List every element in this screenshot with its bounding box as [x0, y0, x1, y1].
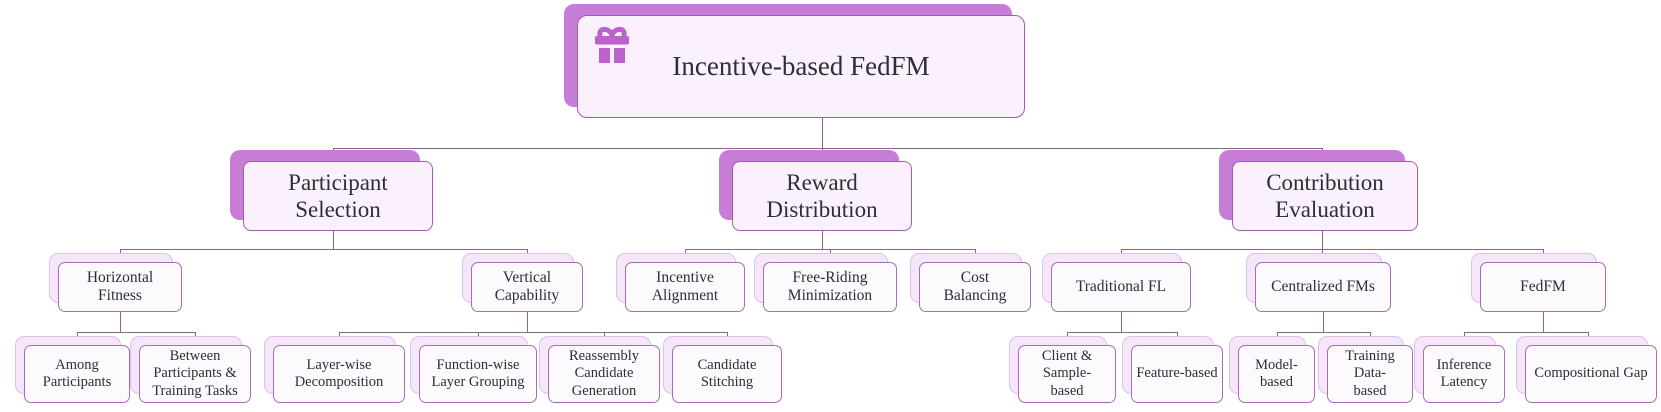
node-reassembly-candidate-generation: Reassembly Candidate Generation — [539, 336, 660, 403]
connector — [333, 148, 1322, 149]
connector — [527, 312, 528, 332]
node-label: Compositional Gap — [1534, 365, 1648, 382]
node-label: Inference Latency — [1436, 356, 1492, 390]
node-label: Vertical Capability — [494, 268, 560, 304]
node-label: Contribution Evaluation — [1266, 169, 1384, 222]
node-label: Layer-wise Decomposition — [294, 356, 384, 390]
connector — [1322, 231, 1323, 264]
connector — [822, 231, 823, 249]
node-function-wise-layer-grouping: Function-wise Layer Grouping — [410, 336, 537, 403]
node-training-data-based: Training Data-based — [1318, 336, 1413, 403]
connector — [1121, 249, 1543, 250]
node-label: Reward Distribution — [766, 169, 878, 222]
node-candidate-stitching: Candidate Stitching — [663, 336, 782, 403]
node-free-riding-minimization: Free-Riding Minimization — [754, 253, 897, 312]
node-between-participants-training-tasks: Between Participants & Training Tasks — [130, 336, 251, 403]
node-participant-selection: Participant Selection — [230, 150, 433, 231]
node-label: Incentive-based FedFM — [672, 50, 930, 81]
connector — [77, 332, 195, 333]
node-label: Participant Selection — [288, 169, 388, 222]
node-fedfm: FedFM — [1471, 253, 1606, 312]
node-incentive-alignment: Incentive Alignment — [616, 253, 745, 312]
node-label: Centralized FMs — [1271, 277, 1375, 295]
node-label: Traditional FL — [1075, 277, 1167, 295]
connector — [1277, 332, 1370, 333]
node-label: Training Data-based — [1345, 348, 1395, 399]
node-label: Among Participants — [42, 356, 112, 390]
node-contribution-evaluation: Contribution Evaluation — [1219, 150, 1418, 231]
node-compositional-gap: Compositional Gap — [1516, 336, 1657, 403]
node-label: Cost Balancing — [943, 268, 1007, 304]
gift-icon — [595, 27, 629, 63]
node-traditional-fl: Traditional FL — [1042, 253, 1191, 312]
node-centralized-fms: Centralized FMs — [1246, 253, 1391, 312]
node-label: Feature-based — [1136, 365, 1218, 382]
node-inference-latency: Inference Latency — [1414, 336, 1505, 403]
connector — [1121, 312, 1122, 332]
node-among-participants: Among Participants — [15, 336, 130, 403]
connector — [1543, 312, 1544, 332]
node-model-based: Model-based — [1229, 336, 1315, 403]
node-label: Free-Riding Minimization — [787, 268, 873, 304]
node-label: Between Participants & Training Tasks — [152, 348, 238, 399]
node-label: Client & Sample-based — [1041, 348, 1093, 399]
connector — [120, 312, 121, 332]
node-incentive-based-fedfm: Incentive-based FedFM — [564, 4, 1025, 118]
node-label: Candidate Stitching — [697, 356, 757, 390]
node-reward-distribution: Reward Distribution — [719, 150, 912, 231]
connector — [822, 118, 823, 163]
node-horizontal-fitness: Horizontal Fitness — [49, 253, 182, 312]
connector — [1323, 312, 1324, 332]
connector — [333, 231, 334, 249]
node-label: Horizontal Fitness — [86, 268, 154, 304]
node-label: FedFM — [1520, 277, 1566, 295]
connector — [1067, 332, 1177, 333]
node-cost-balancing: Cost Balancing — [910, 253, 1031, 312]
node-label: Function-wise Layer Grouping — [431, 356, 525, 390]
node-label: Model-based — [1255, 356, 1298, 390]
connector — [120, 249, 527, 250]
node-vertical-capability: Vertical Capability — [462, 253, 583, 312]
node-label: Incentive Alignment — [651, 268, 719, 304]
connector — [1464, 332, 1588, 333]
connector — [339, 332, 727, 333]
node-client-sample-based: Client & Sample-based — [1009, 336, 1116, 403]
node-layer-wise-decomposition: Layer-wise Decomposition — [264, 336, 405, 403]
node-label: Reassembly Candidate Generation — [568, 348, 640, 399]
